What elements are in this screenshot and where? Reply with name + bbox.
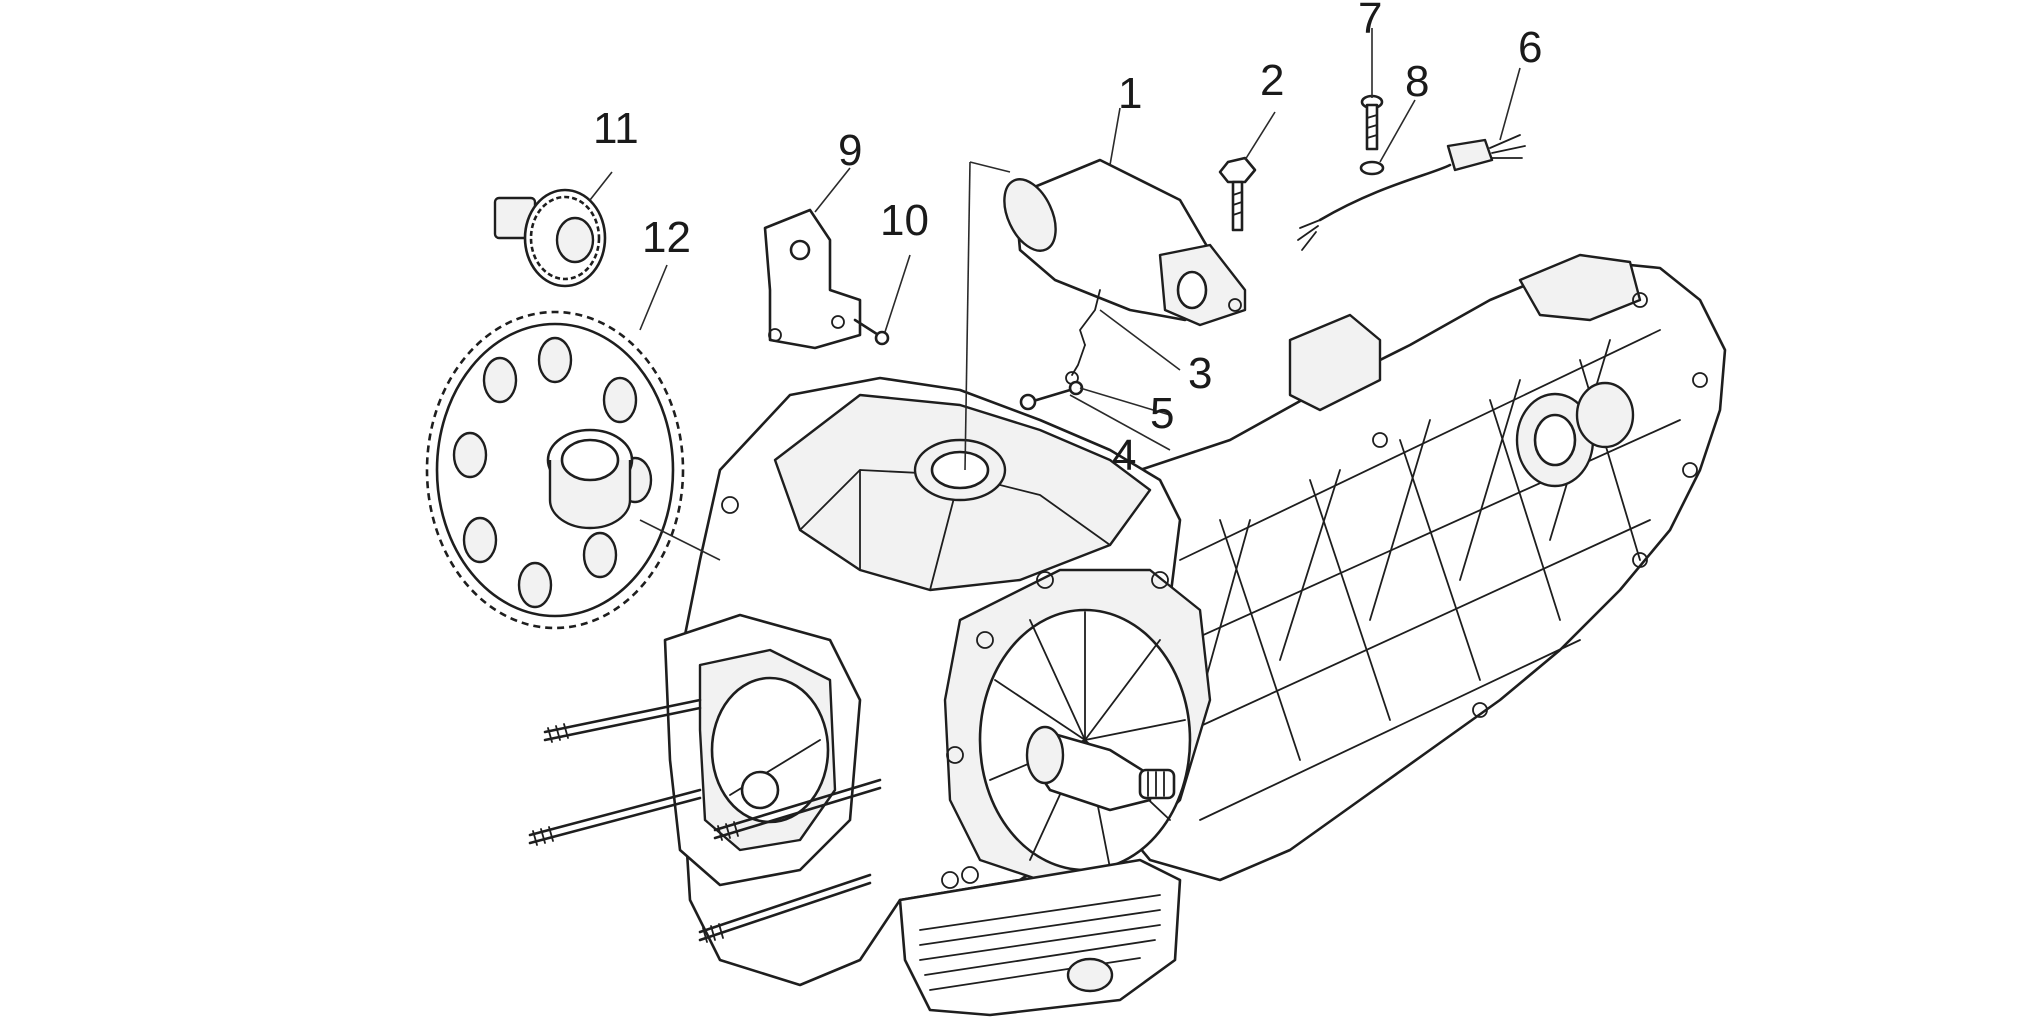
callout-1: 1 (1118, 69, 1142, 118)
screw-and-washer (1019, 380, 1084, 411)
callout-12: 12 (642, 213, 691, 262)
screw-10 (853, 318, 890, 346)
callout-4: 4 (1112, 431, 1136, 480)
washer-8 (1359, 160, 1385, 176)
starter-motor (1003, 158, 1247, 346)
callout-7: 7 (1358, 0, 1382, 43)
starter-bolt (1218, 156, 1257, 232)
callout-10: 10 (880, 196, 929, 245)
callout-11: 11 (593, 104, 639, 153)
starter-wire (1065, 344, 1086, 385)
callout-9: 9 (838, 126, 862, 175)
callout-5: 5 (1150, 389, 1174, 438)
starter-gear (493, 188, 607, 288)
cable (1297, 134, 1526, 251)
callout-8: 8 (1405, 57, 1429, 106)
callout-labels: 1 2 3 4 5 6 7 8 9 10 11 12 (593, 0, 1542, 480)
bracket (763, 208, 862, 350)
large-sprocket (425, 310, 685, 630)
bolt-7 (1360, 94, 1384, 151)
leader-lines (589, 28, 1521, 561)
crankcase (663, 253, 1727, 1017)
callout-3: 3 (1188, 349, 1212, 398)
callout-2: 2 (1260, 56, 1284, 105)
cylinder-stud-bolts (528, 698, 882, 943)
callout-6: 6 (1518, 23, 1542, 72)
